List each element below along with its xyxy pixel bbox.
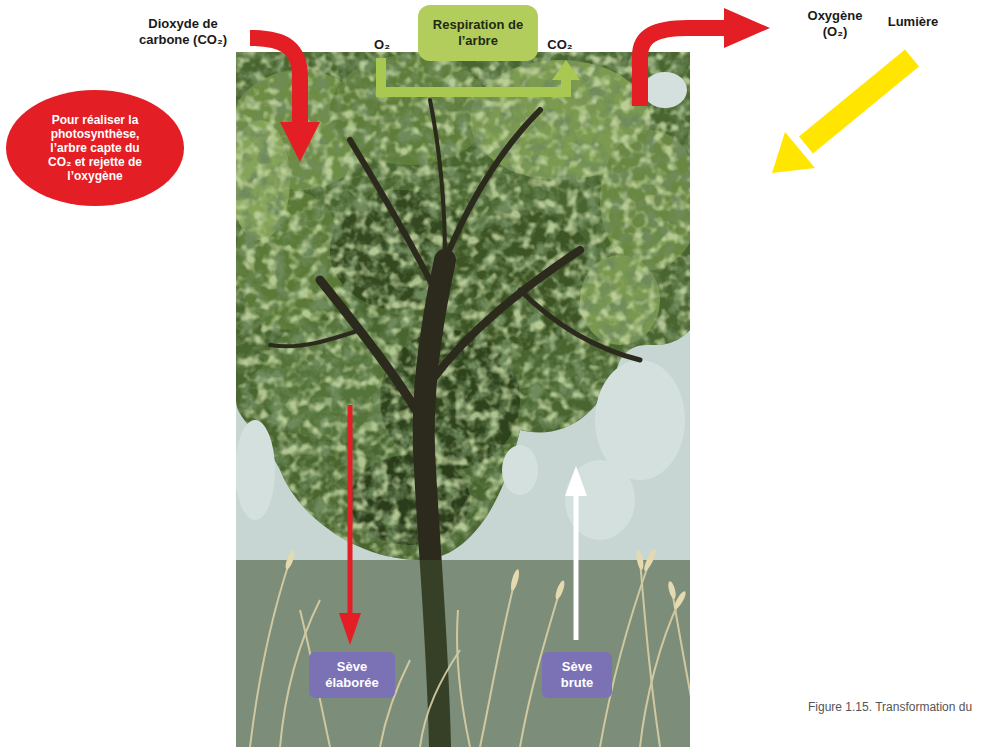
sky: [236, 52, 690, 747]
photosynthesis-ellipse: Pour réaliser la photosynthèse, l’arbre …: [5, 89, 185, 207]
light-arrow: [772, 58, 912, 173]
node-text: Sève brute: [552, 659, 602, 691]
gas-label: O₂: [368, 37, 396, 53]
gas-label: Oxygène (O₂): [798, 8, 872, 40]
elaborated-sap-arrow: [339, 405, 361, 645]
light-label: Lumière: [878, 14, 948, 30]
sap-box: Sève brute: [542, 652, 612, 698]
grass: [250, 560, 690, 747]
o2-arrow: [640, 8, 770, 106]
co2-arrow: [250, 38, 320, 162]
gas-label: CO₂: [541, 37, 579, 53]
sap-box: Sève élaborée: [309, 652, 395, 698]
ellipse-fill: [6, 90, 184, 206]
node-text: Sève élaborée: [319, 659, 385, 691]
grass-seeds: [284, 548, 688, 610]
respiration-bracket: [381, 58, 580, 92]
ground-shade: [236, 560, 690, 747]
raw-sap-arrow: [565, 466, 587, 640]
figure-caption: Figure 1.15. Transformation du: [808, 700, 972, 714]
respiration-box: Respiration de l’arbre: [418, 5, 538, 61]
node-text: Respiration de l’arbre: [428, 17, 528, 49]
gas-label: Dioxyde de carbone (CO₂): [124, 16, 242, 48]
node-text: Pour réaliser la photosynthèse, l’arbre …: [38, 113, 152, 183]
foliage: [236, 52, 690, 572]
sky-gaps: [236, 72, 687, 540]
tree-photo: [236, 52, 690, 747]
